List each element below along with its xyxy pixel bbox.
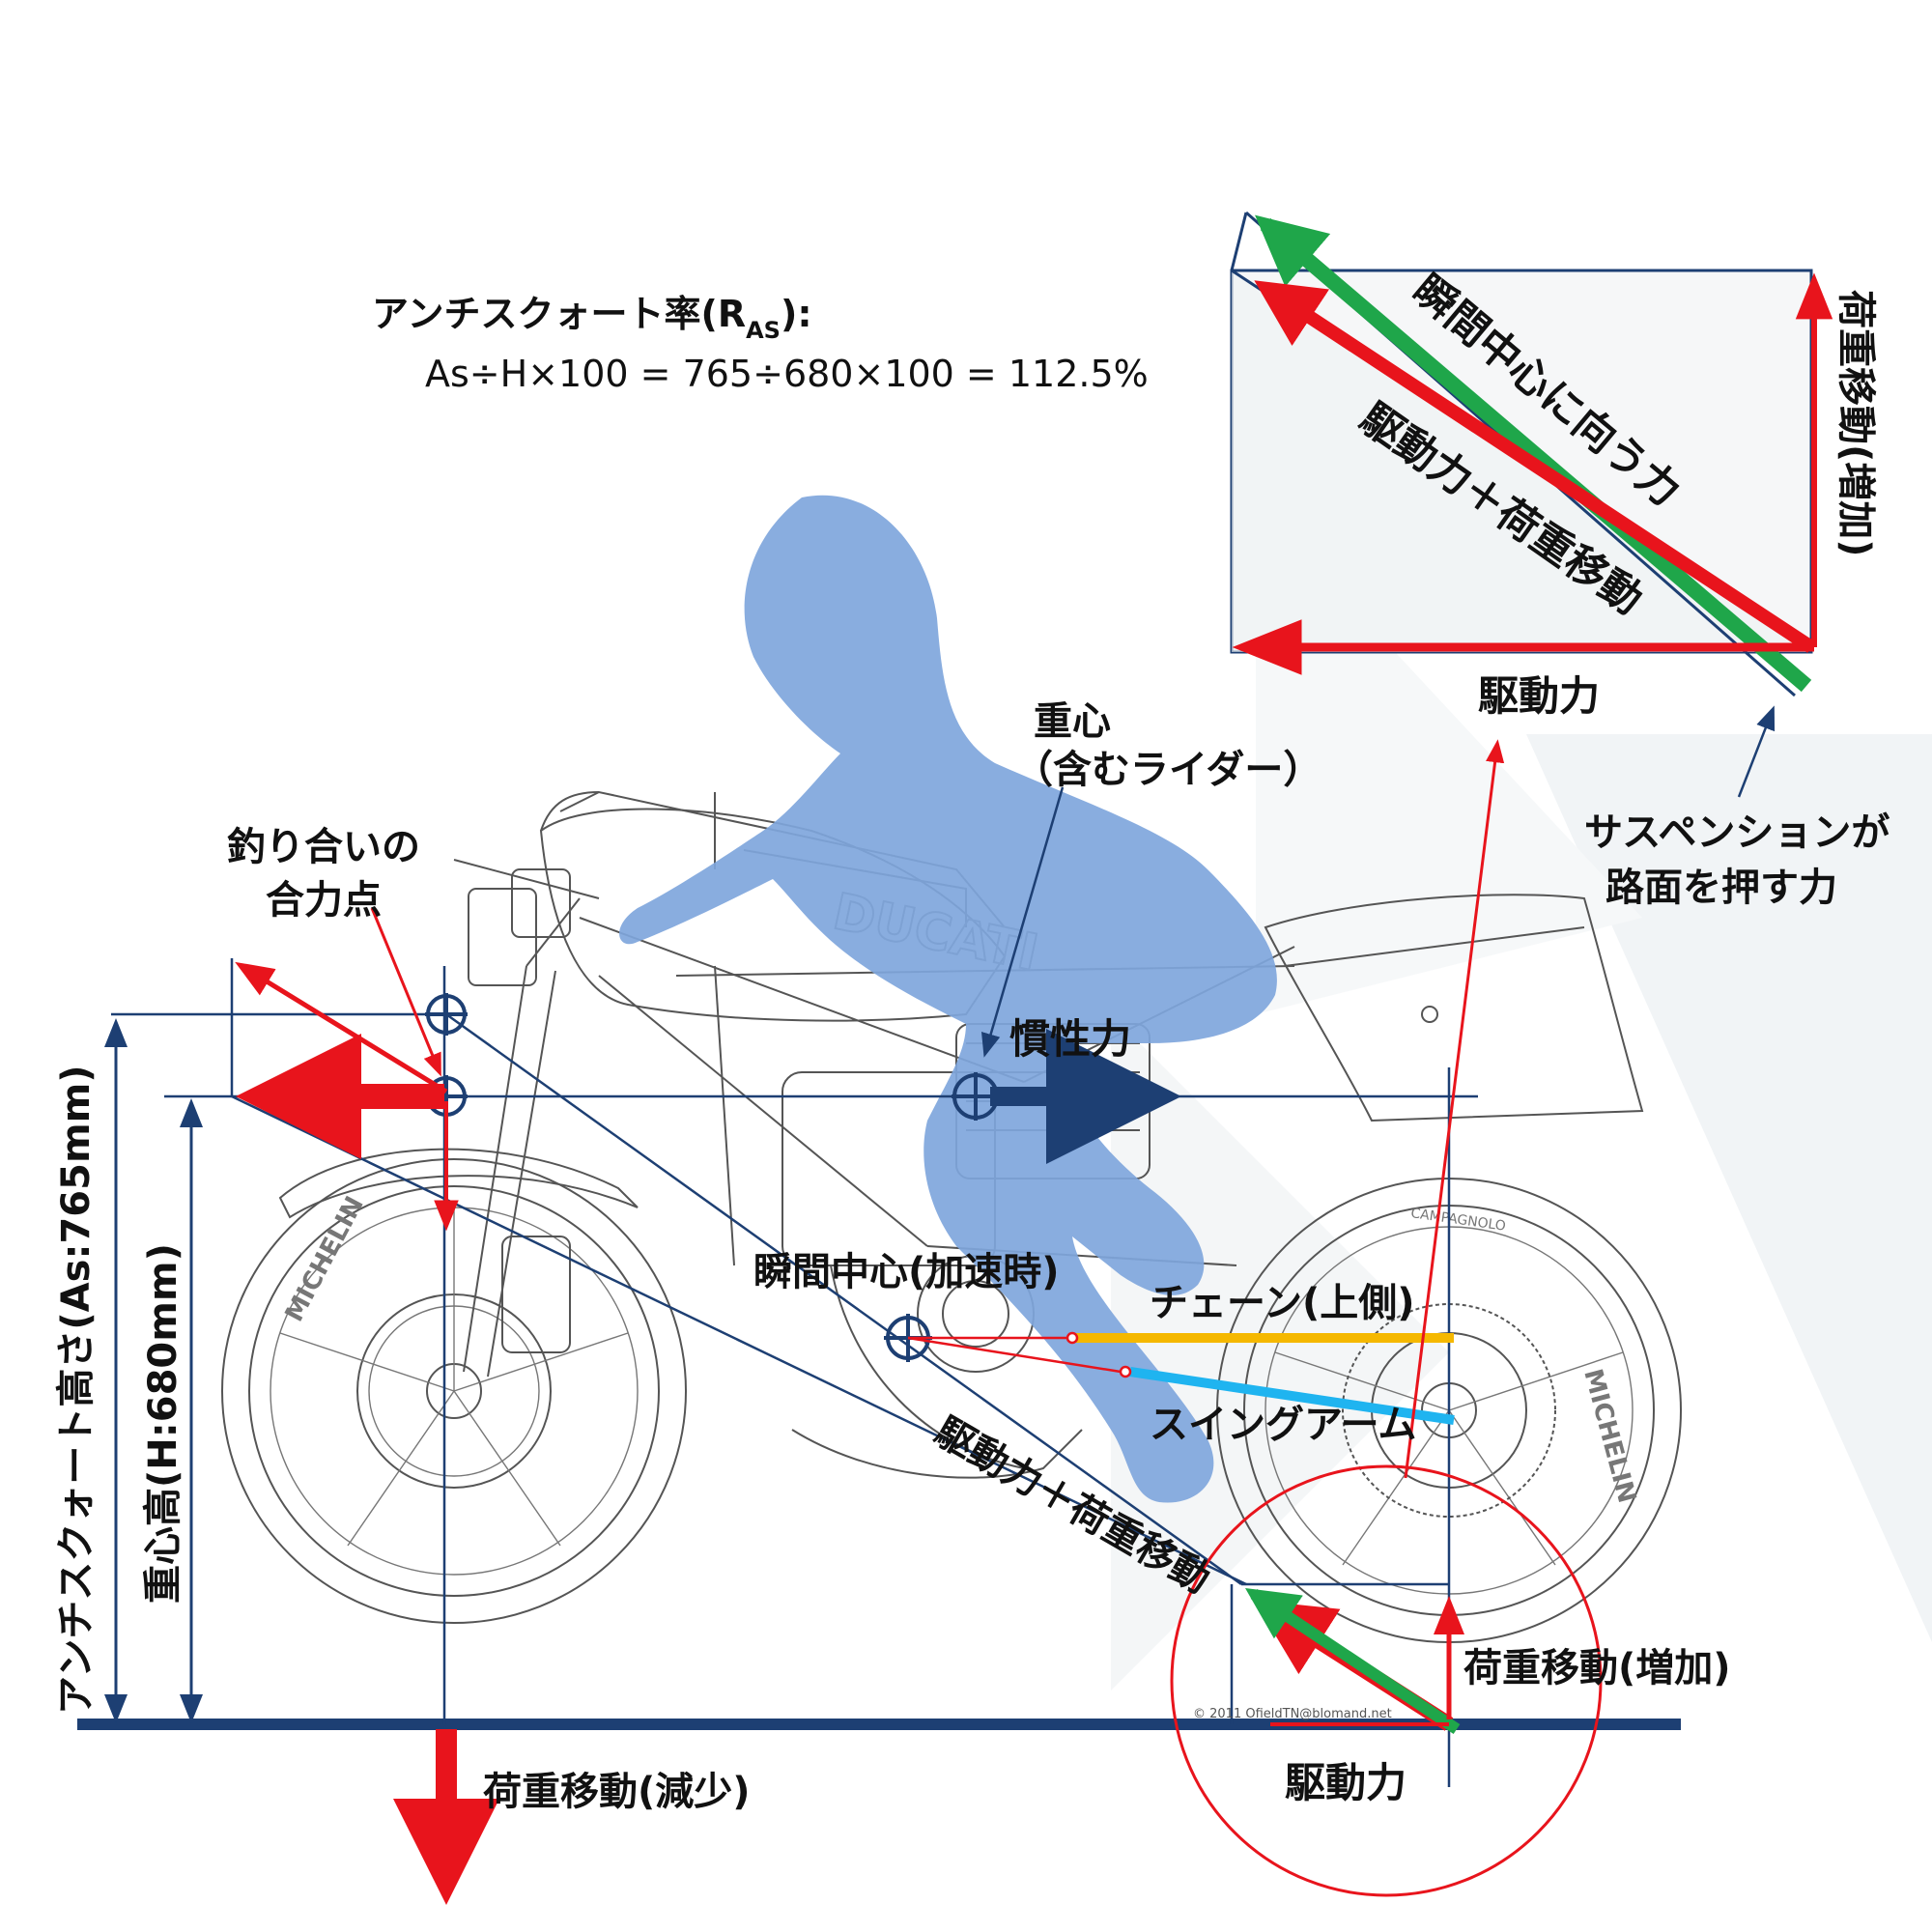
swingarm-label: スイングアーム xyxy=(1150,1403,1416,1447)
lower-ic-force-arrow xyxy=(1245,1588,1461,1734)
drive-label: 駆動力 xyxy=(1285,1759,1406,1806)
tail-section xyxy=(1264,894,1644,1122)
inset-drive-label: 駆動力 xyxy=(1478,672,1600,720)
formula-equation: As÷H×100 = 765÷680×100 = 112.5% xyxy=(425,353,1149,395)
suspension-label-line1: サスペンションが xyxy=(1584,810,1889,855)
instant-center-label: 瞬間中心(加速時) xyxy=(753,1250,1060,1294)
antisquat-point-marker xyxy=(425,993,468,1036)
inset-load-increase-label: 荷重移動(増加) xyxy=(1833,290,1878,557)
front-wheel xyxy=(221,1148,687,1624)
balance-label-pointer xyxy=(370,907,441,1077)
cockpit xyxy=(453,791,716,986)
cog-height-label: 重心高(H:680mm) xyxy=(141,1243,185,1604)
formula-title-suffix: ): xyxy=(781,293,812,335)
exhaust xyxy=(791,1429,1083,1479)
copyright-text: © 2011 OfieldTN@blomand.net xyxy=(1193,1707,1392,1721)
load-increase-label: 荷重移動(増加) xyxy=(1463,1646,1731,1690)
background-shapes xyxy=(1111,502,1932,1690)
inset-ic-force-arrow xyxy=(1255,214,1812,693)
inertia-label: 慣性力 xyxy=(1009,1015,1131,1063)
cog-label-line1: 重心 xyxy=(1034,699,1111,744)
rider-silhouette xyxy=(619,495,1277,1503)
swingarm-line xyxy=(1129,1367,1455,1425)
balance-label-line1: 釣り合いの xyxy=(227,825,420,869)
antisquat-height-label: アンチスクォート高さ(As:765mm) xyxy=(54,1065,99,1715)
balance-label-line2: 合力点 xyxy=(266,878,382,923)
inset-link-line xyxy=(1404,739,1505,1479)
front-tire-brand: MICHELIN xyxy=(280,1192,370,1327)
cog-label-line2: （含むライダー） xyxy=(1014,748,1321,792)
inset-resultant-arrow xyxy=(1254,280,1815,653)
force-arrows xyxy=(235,739,1505,1905)
instant-center-lines xyxy=(907,1331,1132,1378)
load-decrease-label: 荷重移動(減少) xyxy=(483,1770,751,1814)
inset-force-diagram: 瞬間中心に向う力 駆動力＋荷重移動 荷重移動(増加) 駆動力 xyxy=(1230,211,1878,720)
formula: アンチスクォート率(RAS): As÷H×100 = 765÷680×100 =… xyxy=(372,293,1149,395)
chain-upper-label: チェーン(上側) xyxy=(1150,1281,1415,1325)
formula-title-sub: AS xyxy=(746,317,781,344)
formula-title: アンチスクォート率(R xyxy=(372,293,746,335)
front-fork xyxy=(463,897,581,1378)
suspension-label-line2: 路面を押す力 xyxy=(1605,866,1837,910)
resultant-force-arrow xyxy=(235,961,448,1094)
svg-text:アンチスクォート率(RAS):: アンチスクォート率(RAS): xyxy=(372,293,812,344)
rear-contact-highlight xyxy=(1170,1464,1603,1897)
